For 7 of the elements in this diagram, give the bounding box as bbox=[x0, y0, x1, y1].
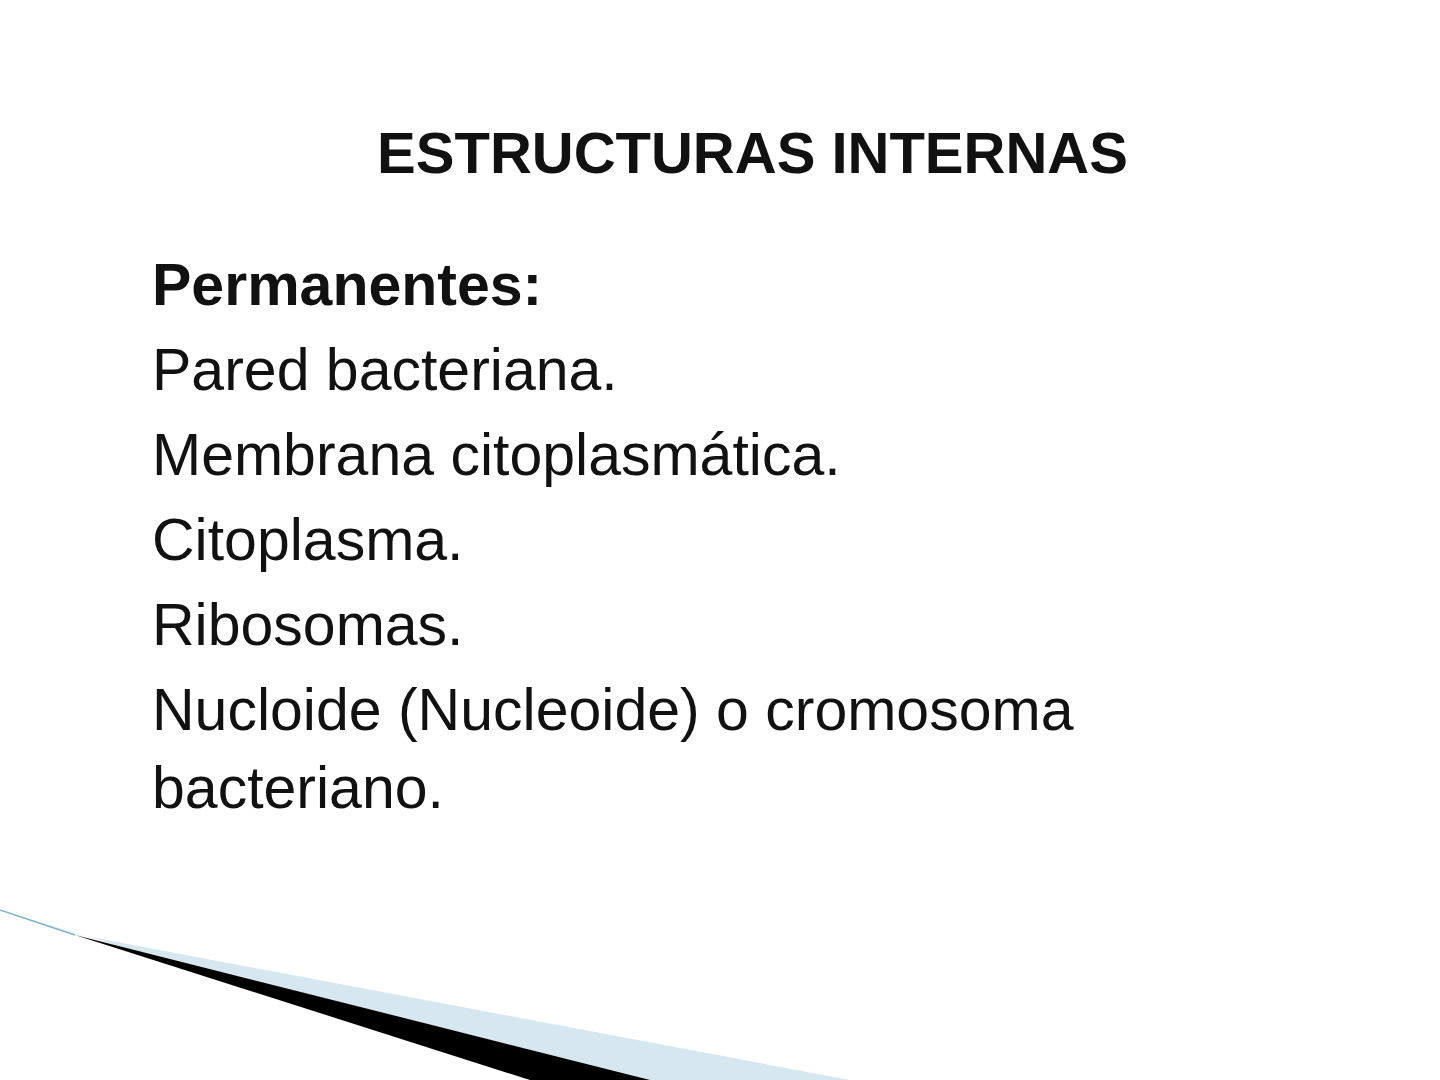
list-item: Nucloide (Nucleoide) o cromosoma bacteriano. bbox=[152, 676, 1075, 823]
list-item: Membrana citoplasmática. bbox=[152, 421, 842, 490]
list-item: Ribosomas. bbox=[152, 591, 465, 660]
list-item: Citoplasma. bbox=[152, 506, 465, 575]
section-heading: Permanentes: bbox=[152, 251, 544, 320]
list-item: Pared bacteriana. bbox=[152, 336, 619, 405]
slide-title: ESTRUCTURAS INTERNAS bbox=[376, 119, 1129, 187]
